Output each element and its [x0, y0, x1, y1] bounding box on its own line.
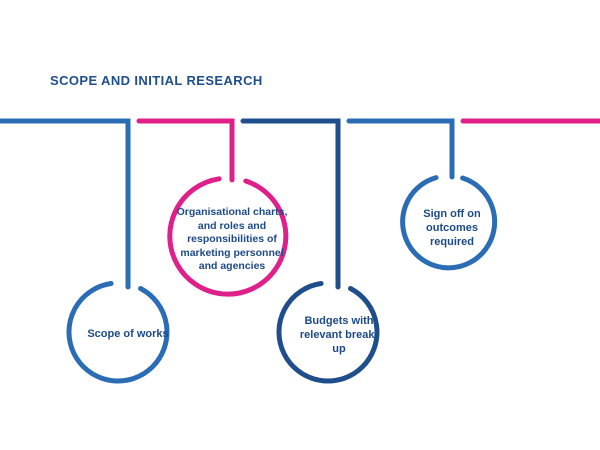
node-organisational-charts: Organisational charts, and roles and res…	[176, 205, 288, 273]
diagram-title: SCOPE AND INITIAL RESEARCH	[50, 73, 263, 88]
node-sign-off: Sign off on outcomes required	[423, 207, 481, 249]
connector-2	[136, 118, 289, 297]
node-scope-of-works: Scope of works	[87, 327, 169, 340]
connector-4	[346, 118, 498, 271]
connector-1	[0, 118, 170, 384]
connector-3	[240, 118, 380, 384]
node-budgets: Budgets with relevant break-up	[299, 314, 379, 356]
